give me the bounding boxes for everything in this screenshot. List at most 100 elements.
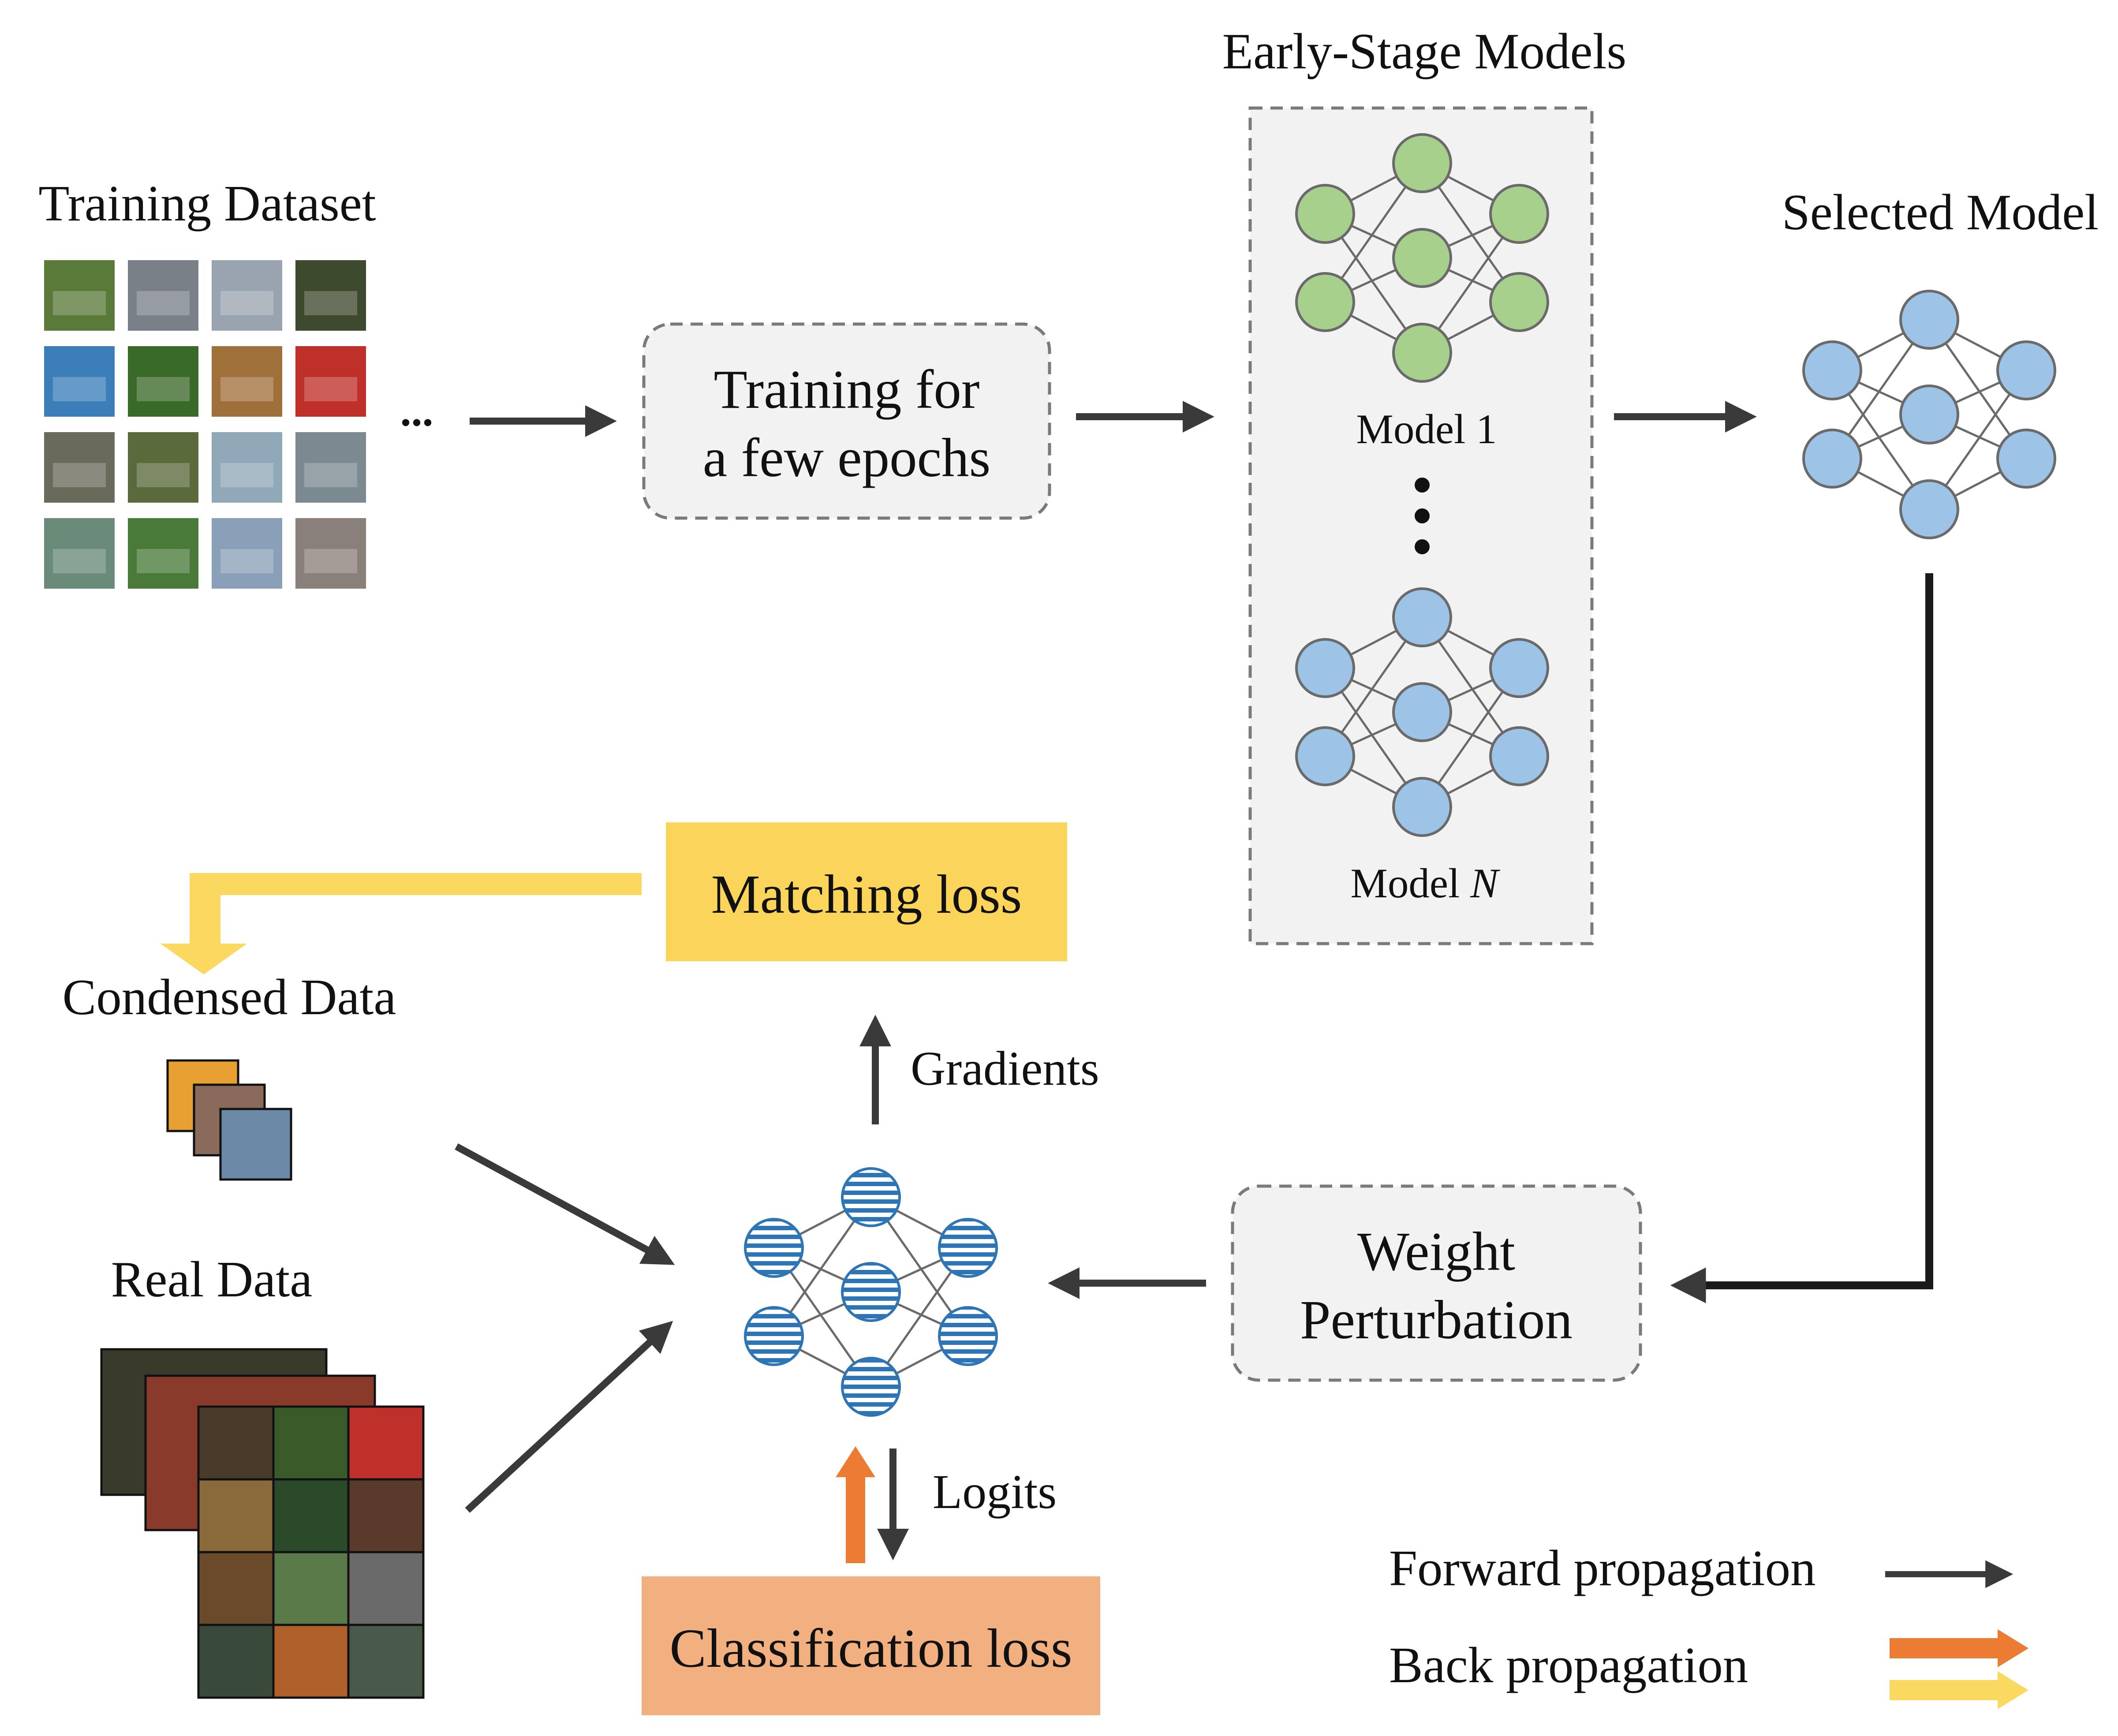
classification-loss-box [642, 1576, 1100, 1715]
real-image-thumbnail-icon [347, 1478, 425, 1553]
weight-perturbation-line1: Weight [1357, 1221, 1515, 1282]
network-node [1392, 587, 1452, 647]
model-1-label: Model 1 [1356, 406, 1497, 452]
thumbnail-highlight [220, 463, 273, 487]
dataset-ellipsis: ... [400, 386, 433, 435]
orange-backprop-arrow-to-network [836, 1446, 875, 1563]
classification-loss-label: Classification loss [669, 1618, 1072, 1679]
thumbnail-highlight [137, 463, 190, 487]
network-node [1392, 682, 1452, 742]
weight-perturbation-line2: Perturbation [1300, 1290, 1573, 1351]
dataset-image-thumbnail-icon [295, 260, 366, 331]
dataset-image-thumbnail-icon [212, 432, 282, 503]
network-node [1996, 429, 2056, 489]
real-image-thumbnail-icon [347, 1405, 425, 1481]
legend-forward-label: Forward propagation [1389, 1540, 1816, 1596]
selected-model-network-icon [1802, 290, 2056, 539]
dataset-image-thumbnail-icon [295, 346, 366, 417]
model-n-prefix: Model [1350, 860, 1470, 907]
thumbnail-highlight [304, 463, 357, 487]
thumbnail-highlight [137, 291, 190, 315]
dataset-image-thumbnail-icon [212, 346, 282, 417]
dataset-image-thumbnail-icon [128, 432, 198, 503]
model-n-network-icon [1295, 587, 1549, 837]
thumbnail-highlight [220, 377, 273, 401]
real-image-thumbnail-icon [272, 1405, 350, 1481]
dataset-image-thumbnail-icon [212, 260, 282, 331]
training-box-line1: Training for [713, 359, 979, 420]
network-node [1392, 228, 1452, 288]
network-node [1996, 340, 2056, 400]
network-node [1295, 272, 1355, 332]
real-image-thumbnail-icon [272, 1624, 350, 1699]
network-node [938, 1306, 998, 1366]
thumbnail-highlight [53, 377, 106, 401]
thumbnail-highlight [304, 549, 357, 573]
network-node [744, 1218, 804, 1278]
real-image-thumbnail-icon [347, 1551, 425, 1626]
dataset-image-thumbnail-icon [44, 432, 115, 503]
network-node [1392, 133, 1452, 193]
real-image-thumbnail-icon [197, 1405, 275, 1481]
thumbnail-highlight [53, 291, 106, 315]
logits-label: Logits [933, 1465, 1057, 1519]
dataset-image-thumbnail-icon [128, 260, 198, 331]
real-image-thumbnail-icon [197, 1478, 275, 1553]
model-n-variable: N [1470, 860, 1500, 907]
matching-loss-box [666, 822, 1067, 961]
training-box-line2: a few epochs [703, 428, 990, 489]
real-image-thumbnail-icon [197, 1551, 275, 1626]
condensed-data-label: Condensed Data [63, 969, 396, 1025]
thumbnail-highlight [220, 291, 273, 315]
model-n-label: Model N [1350, 860, 1500, 907]
network-node [1802, 429, 1862, 489]
dataset-image-thumbnail-icon [128, 346, 198, 417]
network-node [1802, 340, 1862, 400]
yellow-backprop-arrow-to-condensed [161, 873, 642, 974]
real-data-images [100, 1348, 425, 1699]
real-image-thumbnail-icon [197, 1624, 275, 1699]
network-node [1899, 385, 1959, 444]
network-node [1392, 777, 1452, 837]
arrow-condensed-to-network [455, 1143, 675, 1265]
matching-loss-label: Matching loss [711, 864, 1022, 925]
network-node [1295, 638, 1355, 698]
real-image-thumbnail-icon [347, 1624, 425, 1699]
perturbed-network-icon [744, 1167, 998, 1417]
training-dataset-grid [44, 260, 366, 589]
real-data-label: Real Data [111, 1251, 313, 1307]
thumbnail-highlight [304, 377, 357, 401]
dataset-image-thumbnail-icon [128, 518, 198, 589]
ellipsis-dot-icon [1415, 539, 1430, 554]
network-node [744, 1306, 804, 1366]
network-node [841, 1167, 901, 1227]
dataset-image-thumbnail-icon [44, 260, 115, 331]
dataset-image-thumbnail-icon [212, 518, 282, 589]
condensed-image-thumbnail-icon [219, 1108, 292, 1181]
network-node [1489, 726, 1549, 786]
thumbnail-highlight [137, 549, 190, 573]
gradients-label: Gradients [911, 1042, 1099, 1095]
thumbnail-highlight [137, 377, 190, 401]
ellipsis-dot-icon [1415, 478, 1430, 493]
arrow-real-to-network [465, 1321, 673, 1513]
legend-back-yellow-arrow [1890, 1671, 2028, 1709]
training-dataset-label: Training Dataset [38, 175, 376, 231]
thumbnail-highlight [53, 549, 106, 573]
weight-perturbation-box [1231, 1184, 1642, 1382]
dataset-image-thumbnail-icon [295, 432, 366, 503]
network-node [1899, 479, 1959, 539]
network-node [841, 1262, 901, 1322]
real-image-thumbnail-icon [272, 1478, 350, 1553]
real-image-thumbnail-icon [272, 1551, 350, 1626]
early-stage-models-label: Early-Stage Models [1222, 23, 1627, 79]
thumbnail-highlight [220, 549, 273, 573]
arrow-selected-to-perturbation [1670, 573, 1933, 1303]
network-node [1899, 290, 1959, 350]
condensed-data-images [166, 1059, 292, 1181]
legend-back-label: Back propagation [1389, 1637, 1748, 1693]
network-node [1489, 272, 1549, 332]
dataset-image-thumbnail-icon [44, 518, 115, 589]
network-node [1392, 323, 1452, 383]
